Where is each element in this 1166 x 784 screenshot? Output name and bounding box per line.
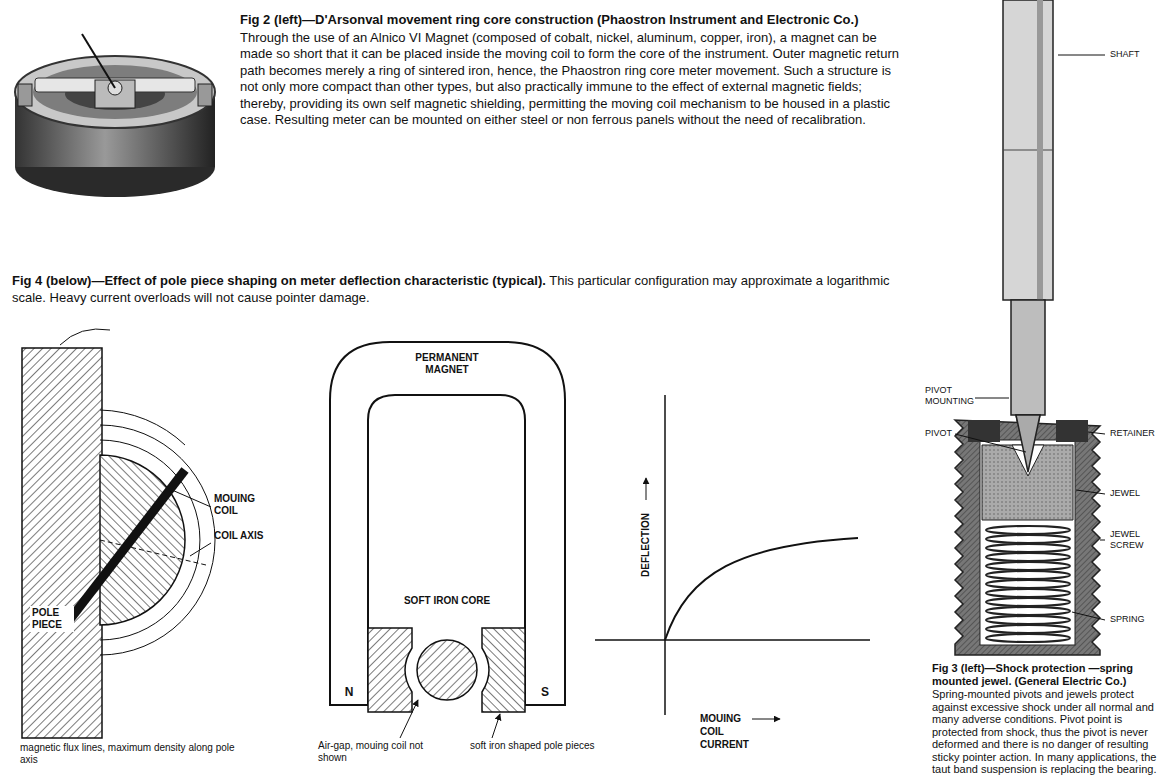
pole-piece-detail-part [100,425,215,655]
figure-caption: Fig 2 (left)—D'Arsonval movement ring co… [240,12,905,29]
jewel-assembly-part [1003,0,1053,300]
part-label: PIVOT MOUNTING [925,385,977,407]
axis-label: MOUING COIL CURRENT [700,712,762,751]
part-label: SPRING [1110,614,1160,625]
pole-piece-detail-part [100,410,185,445]
pole-piece-detail [22,329,215,738]
deflection-graph-part [646,478,647,500]
pole-letter: S [535,685,555,699]
jewel-assembly-part [1003,150,1053,151]
meter-photo-part [95,80,135,108]
meter-photo-part [15,56,215,128]
jewel-assembly-part-part [986,580,1070,588]
pole-letter: N [339,685,359,699]
jewel-assembly-part [1072,612,1105,620]
permanent-magnet-part [417,640,477,700]
permanent-magnet-part [400,700,418,738]
meter-photo-part [18,84,32,106]
jewel-assembly-part-part [986,625,1070,633]
note-label: magnetic flux lines, maximum density alo… [20,742,250,766]
jewel-assembly-part-part [986,616,1070,624]
pole-piece-detail-part [60,329,110,345]
part-label: PERMANENT MAGNET [397,352,497,376]
meter-photo-part [82,34,115,88]
jewel-assembly-part-part [986,571,1070,579]
jewel-assembly-part-part [986,526,1070,534]
part-label: POLE PIECE [30,606,74,632]
pole-piece-detail-part [22,348,102,738]
jewel-assembly-part-part [986,589,1070,597]
permanent-magnet-part [368,628,412,712]
permanent-magnet-part [482,628,525,712]
deflection-graph-part [665,538,858,640]
jewel-assembly-part [975,398,1009,399]
part-label: JEWEL [1110,488,1160,499]
pole-piece-detail-part [172,490,211,507]
jewel-assembly-part [1037,0,1043,300]
permanent-magnet-part [330,342,565,705]
meter-photo [15,34,215,197]
permanent-magnet [330,342,565,738]
note-label: soft iron shaped pole pieces [470,740,610,752]
jewel-assembly-part-part [986,562,1070,570]
jewel-assembly-part-part [986,535,1070,543]
part-label: JEWEL SCREW [1110,529,1160,551]
figure-caption-block: Fig 4 (below)—Effect of pole piece shapi… [12,272,905,306]
jewel-assembly-part [1088,432,1105,434]
jewel-assembly [955,0,1105,655]
jewel-assembly-part [1056,420,1088,442]
caption-body: Spring-mounted pivots and jewels protect… [932,688,1160,776]
note-label: Air-gap, mouing coil not shown [318,740,430,764]
part-label: PIVOT [925,428,965,439]
jewel-assembly-part [986,526,1070,642]
jewel-assembly-part [1058,55,1105,56]
jewel-assembly-part [1076,490,1105,494]
part-label: COIL AXIS [214,530,264,542]
part-label: MOUING COIL [214,493,264,517]
caption-body: Through the use of an Alnico VI Magnet (… [240,30,905,129]
deflection-graph-part [752,719,780,720]
jewel-assembly-part [1011,300,1045,415]
jewel-assembly-part-part [986,634,1070,642]
jewel-assembly-part-part [986,544,1070,552]
deflection-graph-part [664,395,666,715]
jewel-assembly-part-part [986,598,1070,606]
deflection-graph [595,395,870,719]
figure-caption: Fig 3 (left)—Shock protection —spring mo… [932,662,1160,687]
jewel-assembly-part [1100,540,1105,541]
part-label: RETAINER [1110,428,1164,439]
figure-caption: Fig 4 (below)—Effect of pole piece shapi… [12,273,546,288]
deflection-graph-part [595,639,870,641]
part-label: SOFT IRON CORE [402,595,492,607]
meter-photo-part [198,84,212,106]
meter-photo-part [33,65,197,119]
jewel-assembly-part-part [986,553,1070,561]
permanent-magnet-part [492,714,500,738]
jewel-assembly-part [955,434,1026,452]
pole-piece-detail-part [190,543,211,556]
axis-label: DEFLECTION [640,513,652,577]
jewel-assembly-part [1016,415,1040,472]
part-label: SHAFT [1110,49,1160,60]
pole-piece-detail-part [100,540,206,565]
jewel-assembly-part-part [986,607,1070,615]
